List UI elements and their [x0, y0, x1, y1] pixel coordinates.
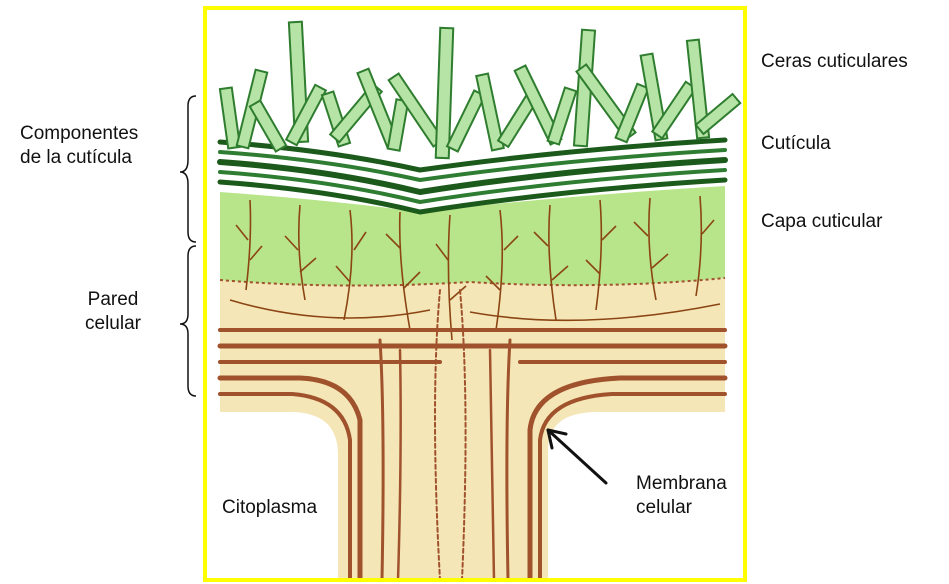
epicuticular-wax-rods [220, 22, 740, 158]
label-cuticle-components: Componentes de la cutícula [20, 122, 138, 170]
cell-wall-region [220, 240, 725, 580]
label-cell-wall-line2: celular [78, 312, 148, 336]
label-epicuticular-waxes: Ceras cuticulares [761, 50, 908, 74]
label-cytoplasm: Citoplasma [222, 496, 317, 520]
brace-cuticle-components [180, 96, 196, 242]
label-cell-membrane-line2: celular [636, 496, 727, 520]
label-cell-wall: Pared celular [78, 288, 148, 336]
membrane-arrow [548, 430, 606, 483]
label-cuticle-components-line2: de la cutícula [20, 146, 138, 170]
label-cell-wall-line1: Pared [78, 288, 148, 312]
label-cuticle-components-line1: Componentes [20, 122, 138, 146]
label-cuticular-layer: Capa cuticular [761, 210, 882, 234]
label-cuticle: Cutícula [761, 132, 831, 156]
label-cell-membrane: Membrana celular [636, 472, 727, 520]
label-cell-membrane-line1: Membrana [636, 472, 727, 496]
brace-cell-wall [180, 246, 196, 396]
